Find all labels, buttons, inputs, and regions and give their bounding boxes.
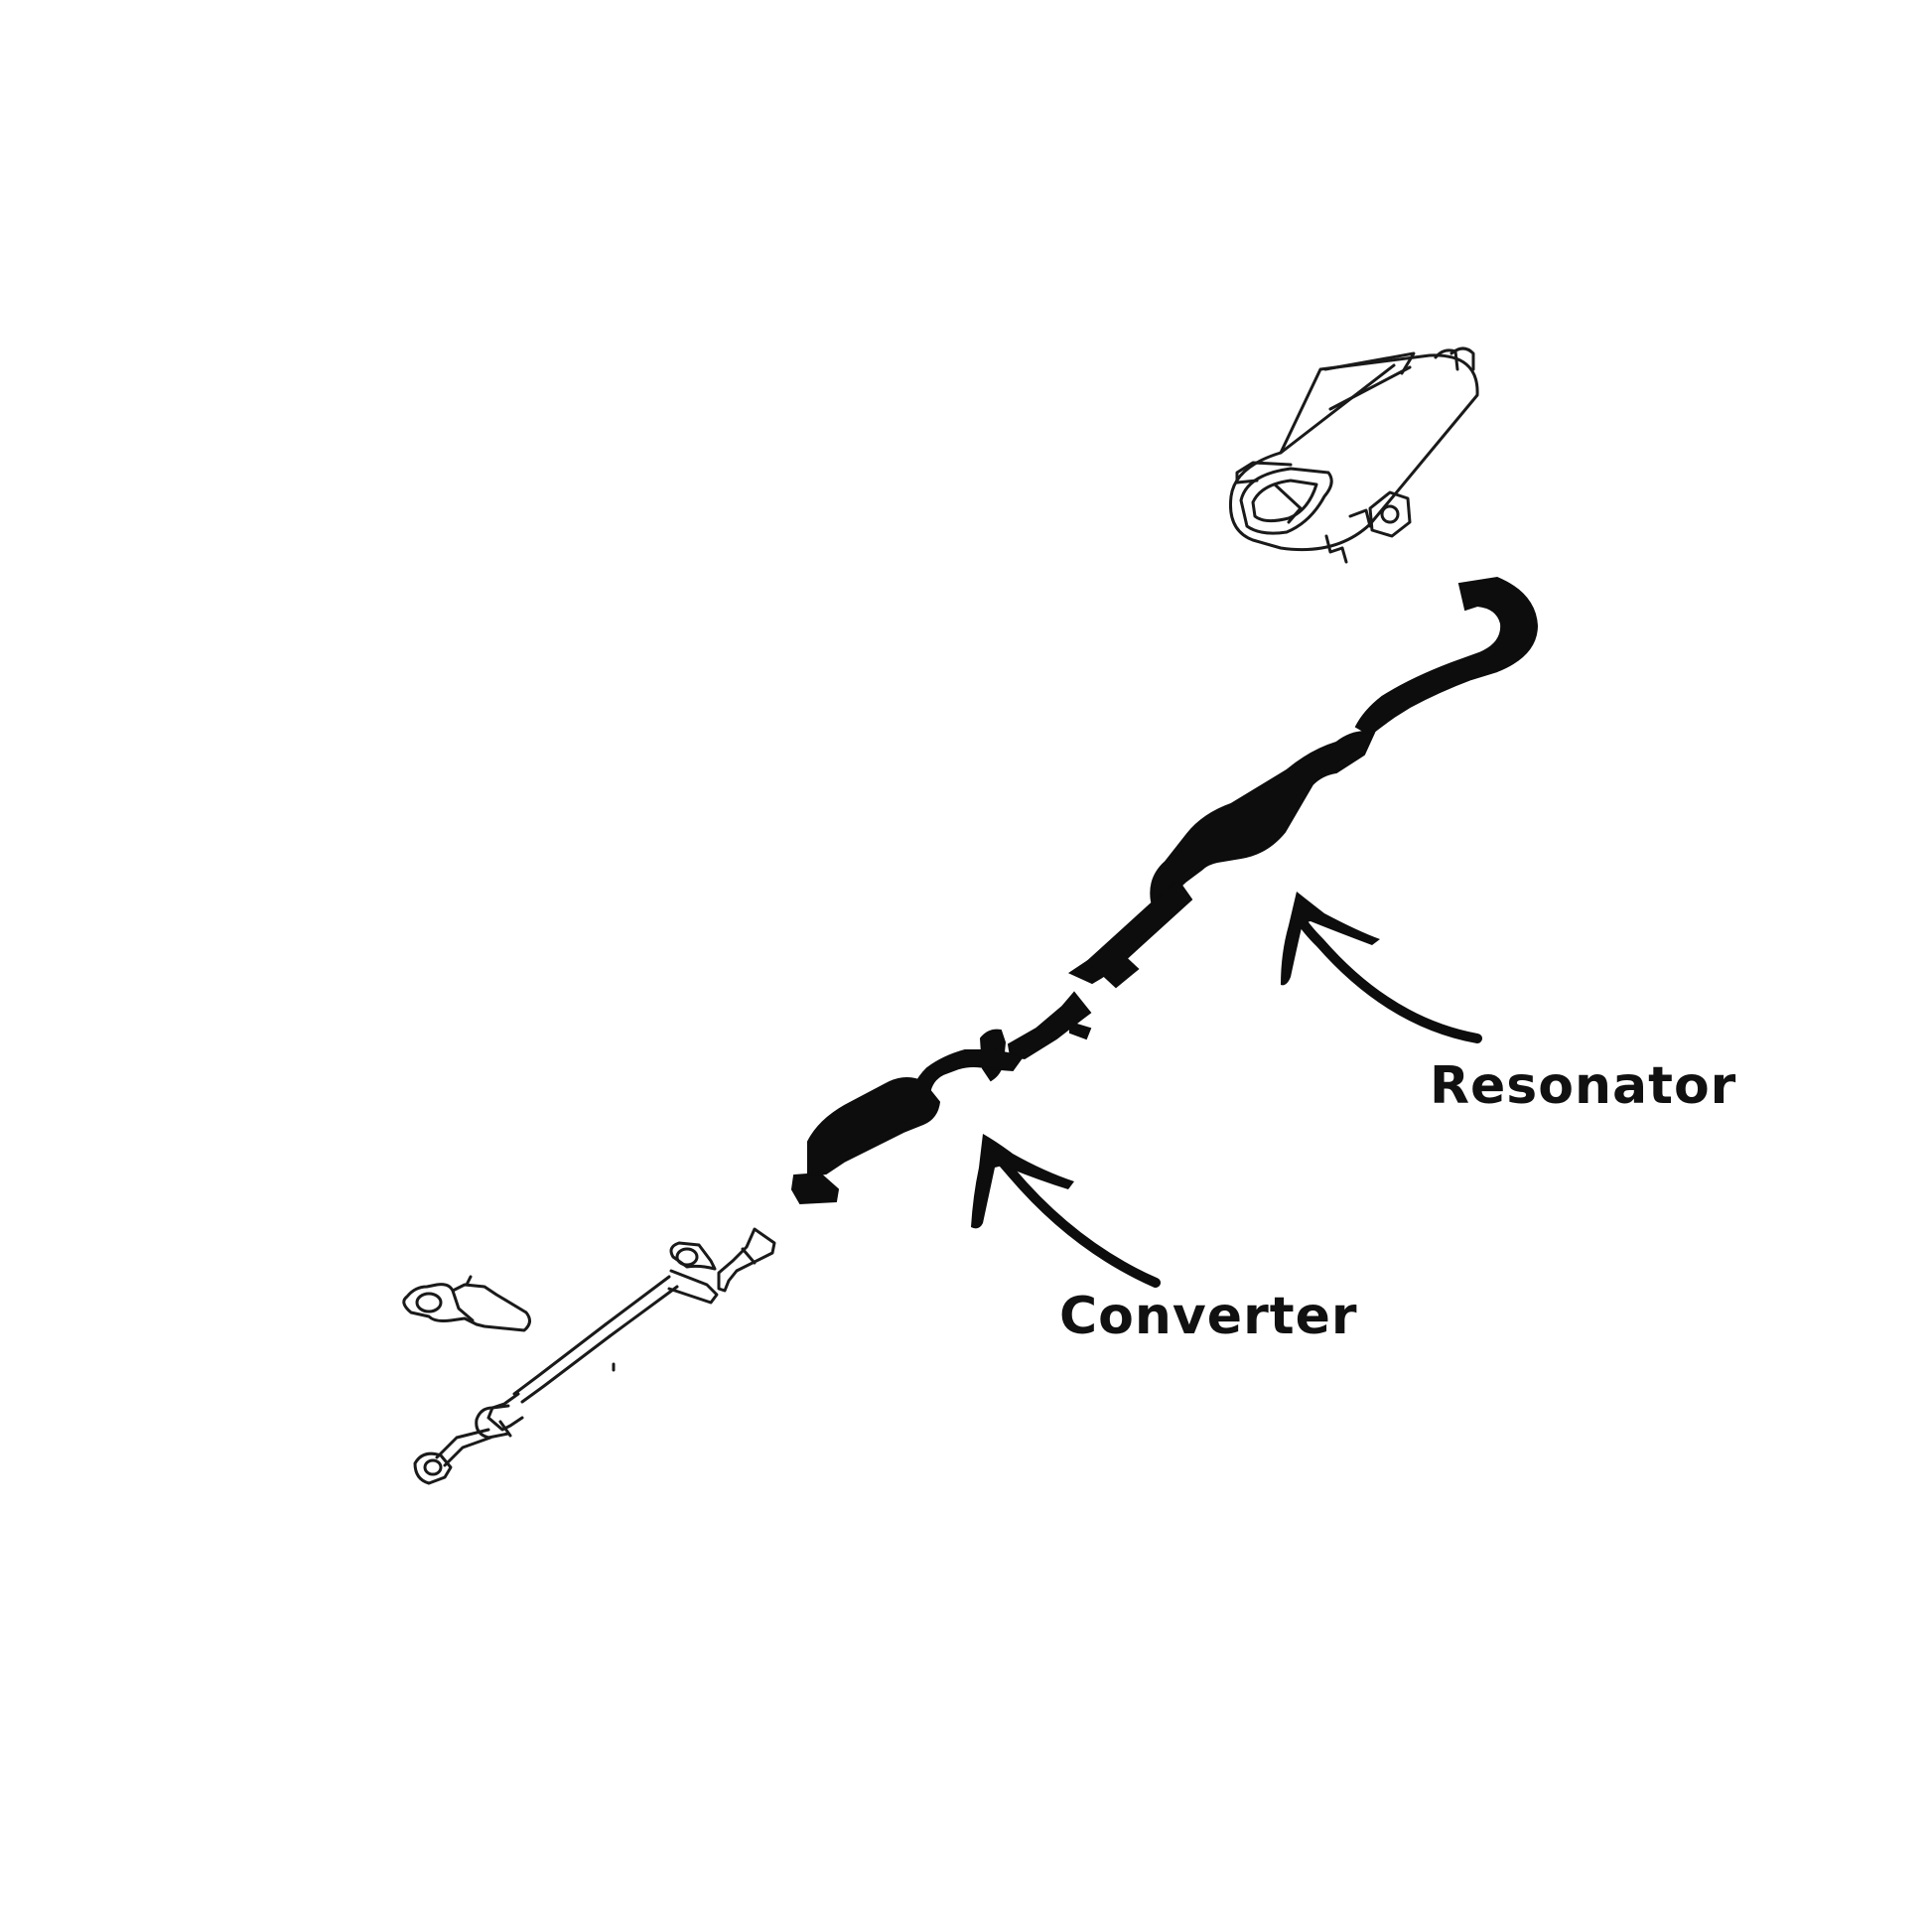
rear-pipe-bend: [1354, 576, 1539, 737]
front-pipe-drawing: [413, 1227, 776, 1485]
converter-label: Converter: [1059, 1287, 1358, 1346]
resonator-label: Resonator: [1430, 1056, 1737, 1116]
gasket-drawing: [402, 1275, 531, 1332]
resonator-body: [1150, 731, 1376, 909]
converter-arrow: [971, 1134, 1161, 1288]
pipe-assembly-highlighted: [790, 576, 1539, 1205]
converter-body: [807, 1077, 941, 1177]
resonator-arrow: [1281, 892, 1482, 1043]
muffler-drawing: [1228, 346, 1479, 564]
converter-front-flange: [790, 1172, 840, 1205]
